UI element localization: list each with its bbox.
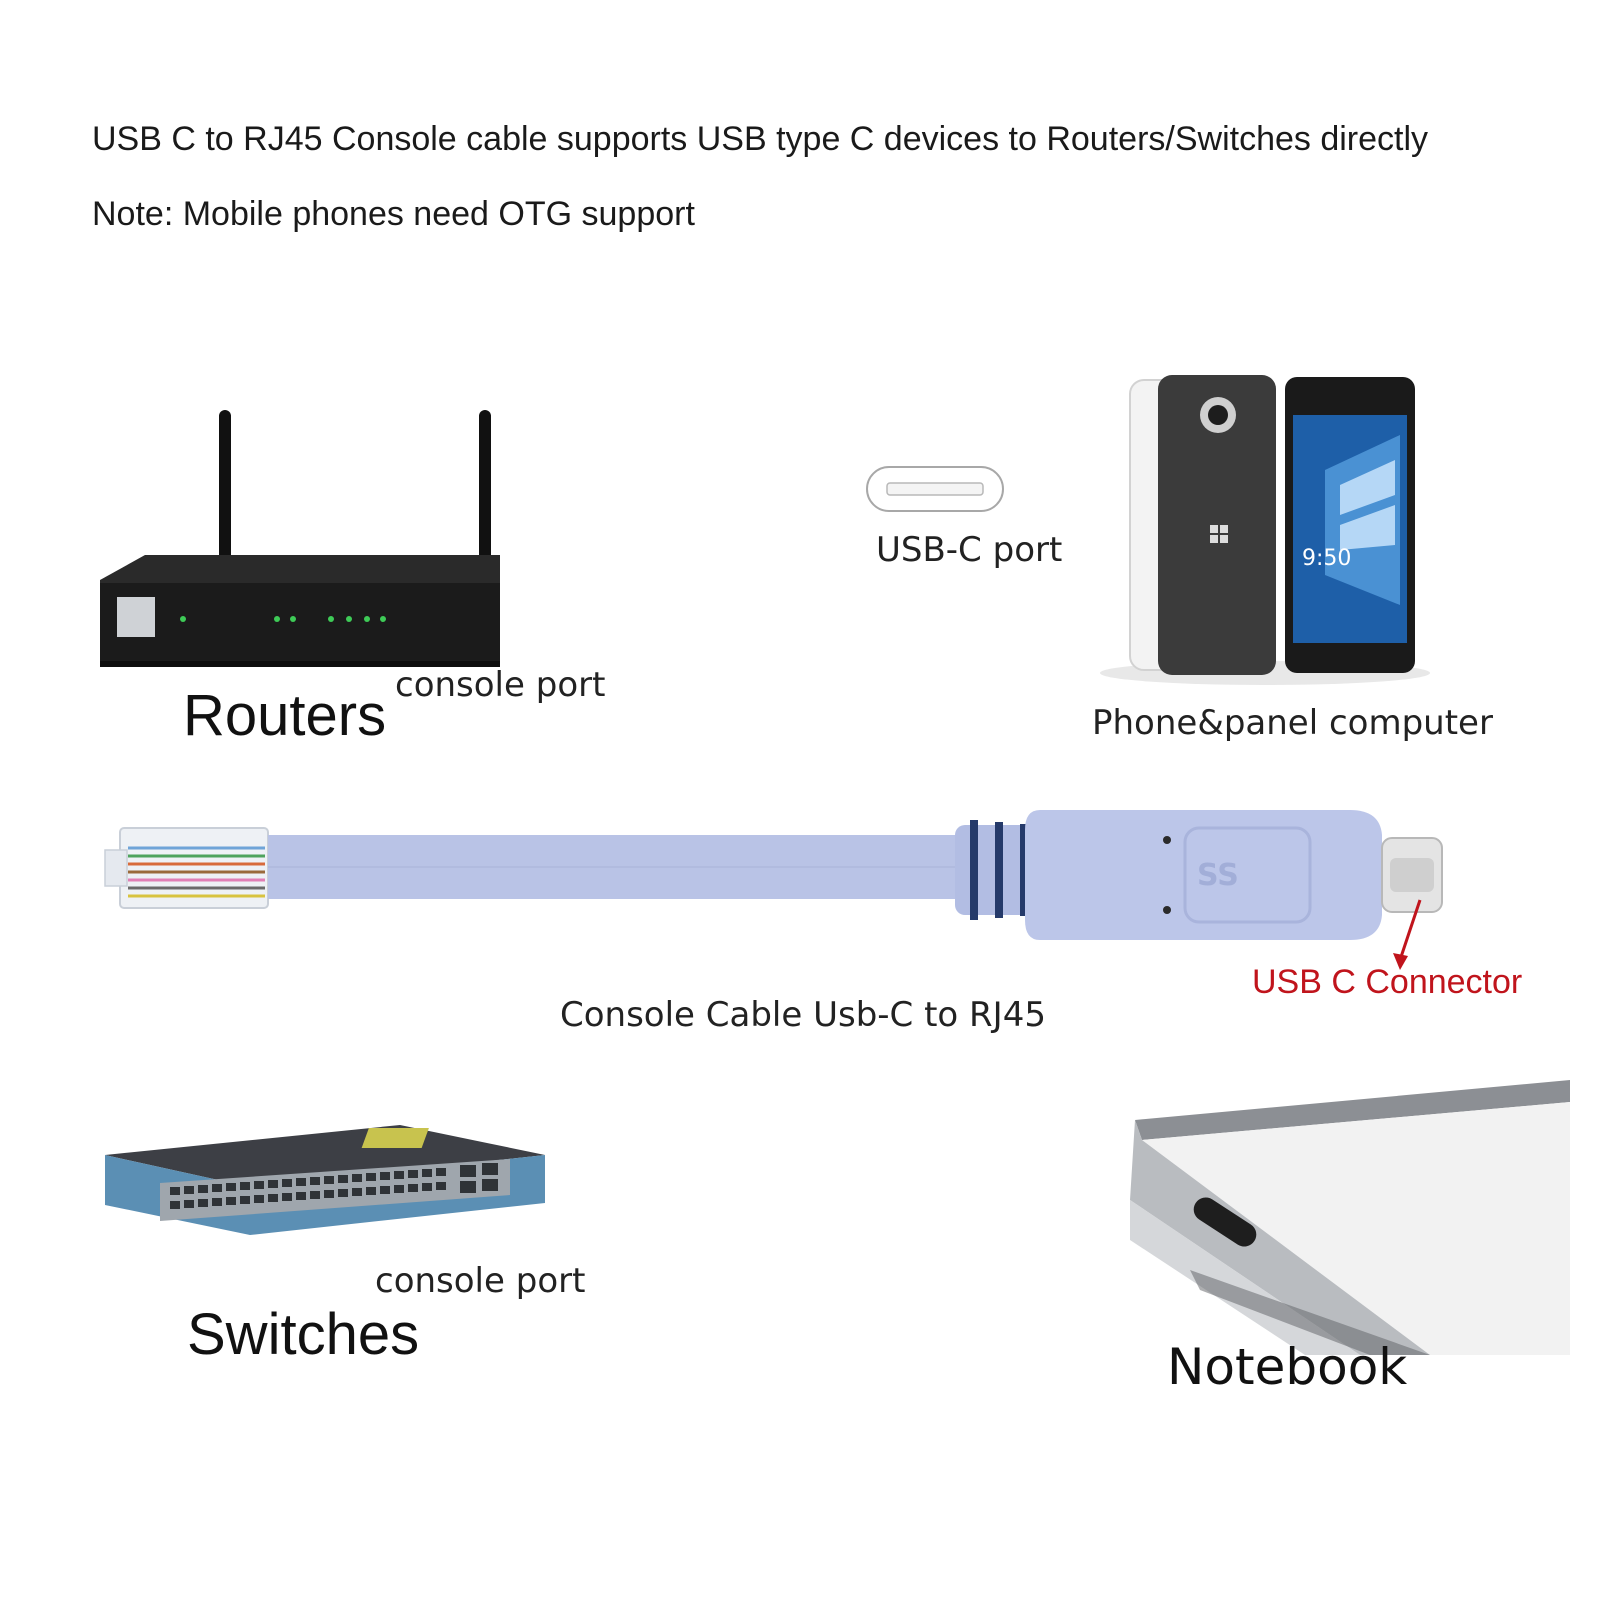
router-antenna-left bbox=[219, 410, 231, 590]
cable-caption: Console Cable Usb-C to RJ45 bbox=[560, 995, 1046, 1035]
notebook-usb-c-port bbox=[1193, 1197, 1257, 1247]
headline: USB C to RJ45 Console cable supports USB… bbox=[92, 120, 1429, 158]
router-image bbox=[100, 410, 500, 667]
router-body bbox=[100, 583, 500, 663]
usb-c-connector-label: USB C Connector bbox=[1252, 963, 1523, 1001]
usb-c-housing bbox=[1025, 810, 1382, 940]
notebook-title: Notebook bbox=[1167, 1338, 1408, 1396]
switch-top bbox=[105, 1125, 545, 1187]
router-console-port-label: console port bbox=[395, 665, 606, 705]
notebook-lid bbox=[1135, 1080, 1570, 1140]
routers-title: Routers bbox=[183, 683, 387, 748]
router-logo-plate bbox=[117, 597, 155, 637]
router-top bbox=[100, 555, 500, 587]
notebook-base bbox=[1130, 1120, 1430, 1355]
phone-screen-time: 9:50 bbox=[1302, 546, 1351, 571]
switch-image bbox=[105, 1125, 545, 1235]
usb-c-port-icon bbox=[866, 466, 1004, 512]
usb-c-port-label: USB-C port bbox=[876, 530, 1063, 570]
phone-image: 9:50 bbox=[1100, 375, 1430, 685]
connector-arrow bbox=[1398, 899, 1422, 961]
phone-panel-computer-title: Phone&panel computer bbox=[1092, 703, 1493, 743]
otg-note: Note: Mobile phones need OTG support bbox=[92, 195, 695, 233]
switches-title: Switches bbox=[187, 1302, 420, 1367]
notebook-image bbox=[1130, 1080, 1570, 1360]
switch-console-port-label: console port bbox=[375, 1261, 586, 1301]
router-led bbox=[180, 616, 186, 622]
svg-text:SS: SS bbox=[1197, 858, 1239, 893]
router-antenna-right bbox=[479, 410, 491, 590]
console-cable-image: SS bbox=[104, 810, 1443, 970]
